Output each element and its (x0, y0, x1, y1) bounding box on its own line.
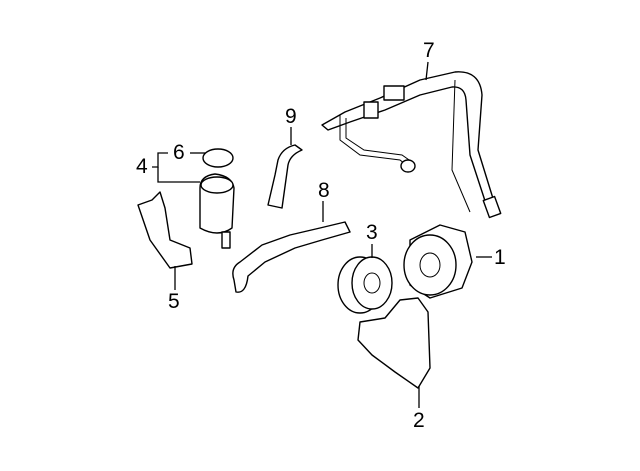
callout-1[interactable]: 1 (494, 246, 506, 269)
callout-3[interactable]: 3 (366, 221, 378, 244)
callout-2[interactable]: 2 (413, 409, 425, 432)
callout-6[interactable]: 6 (173, 141, 185, 164)
callout-9[interactable]: 9 (285, 105, 297, 128)
reservoir-cap[interactable] (202, 148, 234, 168)
pressure-hose-assembly[interactable] (321, 71, 502, 219)
callout-7[interactable]: 7 (423, 39, 435, 62)
supply-hose[interactable] (267, 144, 303, 209)
pump-bracket[interactable] (357, 297, 431, 389)
callout-4[interactable]: 4 (136, 155, 148, 178)
pulley[interactable] (337, 256, 393, 314)
callout-8[interactable]: 8 (318, 179, 330, 202)
return-hose[interactable] (232, 221, 351, 293)
callout-5[interactable]: 5 (168, 290, 180, 313)
leader-lines (152, 61, 492, 408)
power-steering-pump[interactable] (403, 224, 473, 299)
reservoir[interactable] (199, 173, 235, 249)
reservoir-bracket[interactable] (137, 191, 193, 269)
